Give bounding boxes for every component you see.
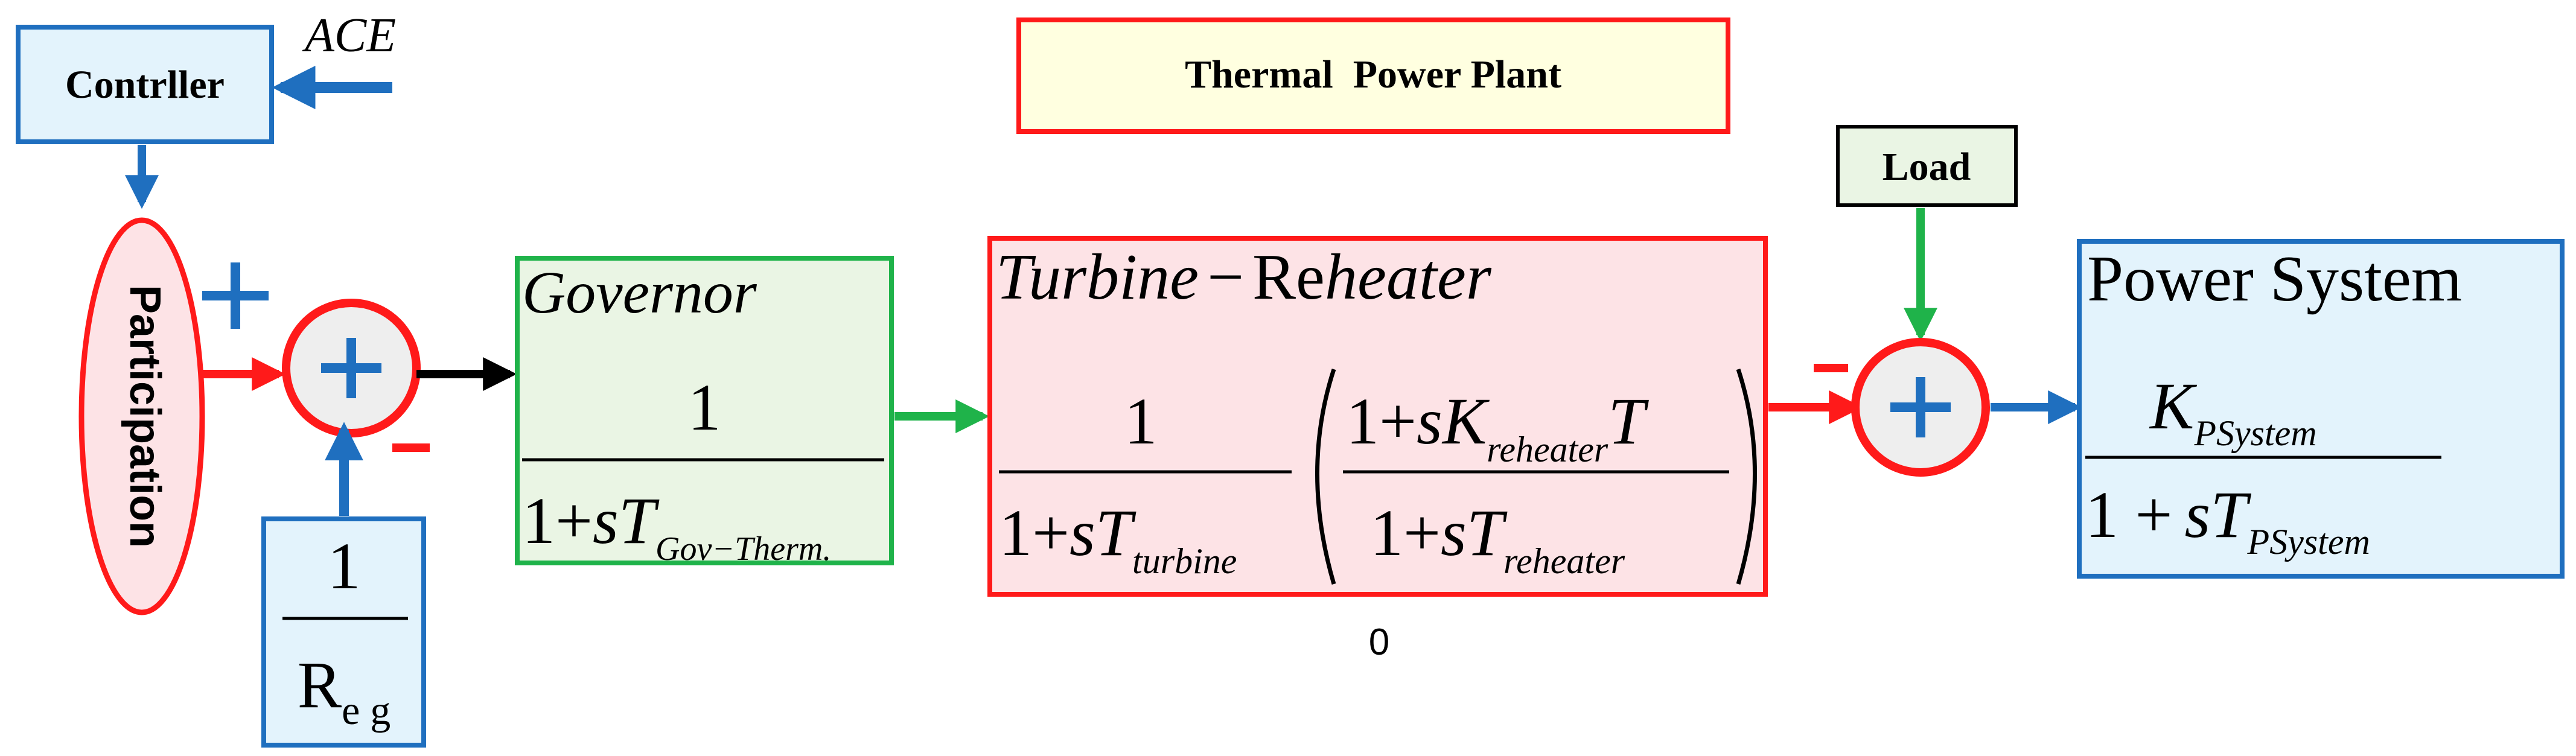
reg-denominator: Re g: [298, 648, 391, 733]
power-system-block: Power System KPSystem 1 +sTPSystem: [2077, 239, 2565, 579]
ace-label: ACE: [302, 9, 396, 62]
regulation-block: 1 Re g: [261, 516, 426, 748]
participation-block: Participation: [78, 217, 205, 615]
reg-numerator: 1: [328, 529, 361, 603]
turbine-f1-numerator: 1: [1124, 384, 1158, 458]
title-box: Thermal Power Plant: [1016, 17, 1730, 134]
summing-junction-2: [1851, 338, 1990, 477]
turbine-right-paren: [1736, 368, 1757, 585]
power-system-title: Power System: [2087, 243, 2462, 315]
power-system-denominator: 1 +sTPSystem: [2085, 478, 2370, 562]
participation-label: Participation: [121, 285, 169, 548]
turbine-reheater-block: Turbine−Reheater 1 1+sTturbine 1+sKrehea…: [987, 236, 1768, 597]
governor-numerator: 1: [688, 370, 721, 444]
power-system-numerator: KPSystem: [2149, 369, 2317, 453]
turbine-f2-denominator: 1+sTreheater: [1370, 496, 1625, 581]
turbine-title: Turbine−Reheater: [996, 241, 1492, 313]
title-text: Thermal Power Plant: [1185, 52, 1561, 97]
summing-junction-1: [282, 299, 421, 437]
stray-label: 0: [1369, 621, 1389, 663]
controller-label: Contrller: [65, 63, 225, 107]
turbine-f2-numerator: 1+sKreheaterT: [1346, 384, 1649, 469]
summer1-plus-sign: [202, 262, 269, 329]
controller-block: Contrller: [16, 25, 274, 144]
governor-block: Governor 1 1+sTGov−Therm.: [515, 256, 894, 568]
turbine-f1-denominator: 1+sTturbine: [999, 496, 1237, 581]
governor-title: Governor: [522, 259, 757, 326]
turbine-left-paren: [1315, 368, 1336, 585]
governor-denominator: 1+sTGov−Therm.: [522, 484, 831, 568]
load-block: Load: [1836, 125, 2018, 207]
load-label: Load: [1883, 145, 1971, 189]
